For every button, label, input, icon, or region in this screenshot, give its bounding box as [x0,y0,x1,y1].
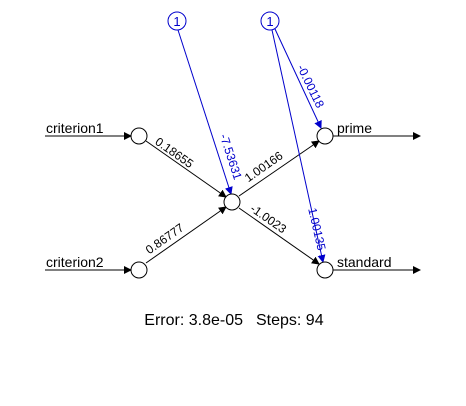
weight-label-bias-standard: 1.00135 [305,206,328,252]
hidden-node [223,193,241,211]
bias-edge-hidden [177,29,233,195]
bias-label-output: 1 [266,14,273,29]
input-node-criterion2 [130,261,148,279]
edge-criterion1-hidden [145,140,227,198]
error-readout: Error: 3.8e-05 [144,312,243,329]
weight-label-c1-hidden: 0.18655 [153,135,197,172]
bias-edge-prime [274,28,322,129]
weight-label-bias-prime: -0.00118 [294,62,327,110]
bias-edge-standard [271,29,326,263]
input-node-criterion1 [130,127,148,145]
output-node-prime [316,127,334,145]
weight-label-bias-hidden: -7.53631 [217,132,245,182]
edge-hidden-prime [238,140,320,197]
bias-label-hidden: 1 [173,14,180,29]
input-label-criterion1: criterion1 [46,120,104,136]
output-label-standard: standard [337,254,391,270]
bias-node-output [260,11,280,31]
bias-node-hidden [167,11,187,31]
edge-hidden-standard [238,207,320,265]
edge-criterion2-hidden [145,206,227,264]
steps-readout: Steps: 94 [256,312,324,329]
input-label-criterion2: criterion2 [46,254,104,270]
output-label-prime: prime [337,120,372,136]
output-node-standard [316,261,334,279]
